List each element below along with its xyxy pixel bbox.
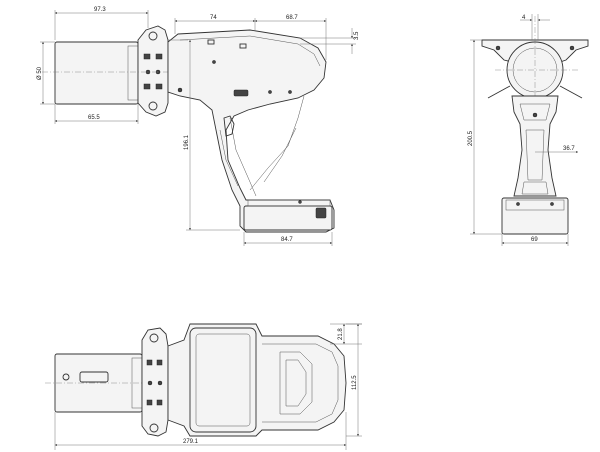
side-view: 97.3 74 68.7 3.5 Ø 50 65.5 196.1 <box>37 7 360 246</box>
dim-side-base-width: 84.7 <box>281 237 293 243</box>
dim-top-height: 112.5 <box>352 375 358 390</box>
side-jaw-block <box>137 25 169 117</box>
top-jaw-block <box>141 327 169 437</box>
dim-side-overall-length: 97.3 <box>94 7 106 13</box>
dim-top-overall-length: 279.1 <box>183 439 199 445</box>
dim-side-top-right: 68.7 <box>286 15 298 21</box>
dim-front-height: 200.5 <box>468 130 474 146</box>
dim-front-top-gap: 4 <box>522 15 526 21</box>
dim-side-cylinder-length: 65.5 <box>88 115 100 121</box>
front-grip <box>511 95 559 197</box>
front-view: 4 200.5 36.7 69 <box>468 14 589 246</box>
dim-front-base-width: 69 <box>531 237 538 243</box>
top-label-window <box>79 371 109 383</box>
dim-side-top-span: 74 <box>210 15 217 21</box>
dim-side-small-height: 3.5 <box>354 31 360 40</box>
top-view: 21.8 112.5 279.1 <box>45 323 362 450</box>
dim-side-height: 196.1 <box>184 134 190 150</box>
top-tool-body <box>167 323 347 437</box>
top-screen <box>189 327 257 433</box>
side-tool-body <box>167 29 335 233</box>
dim-front-right-width: 36.7 <box>563 146 575 152</box>
front-battery <box>501 197 569 235</box>
side-cylinder <box>54 41 139 105</box>
dim-side-diameter: Ø 50 <box>37 66 43 80</box>
dim-top-small-height: 21.8 <box>338 328 344 340</box>
